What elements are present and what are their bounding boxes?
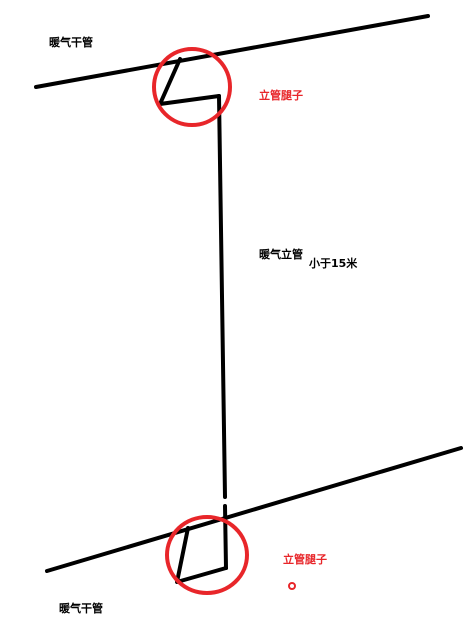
bottom-riser-leg-label: 立管腿子	[283, 553, 327, 566]
top-riser-leg-label: 立管腿子	[259, 89, 303, 102]
bottom-main-pipe	[45, 446, 463, 573]
bottom-leg-highlight-circle	[165, 515, 249, 595]
riser-pipe-lower-segment	[223, 504, 228, 570]
red-dot-marker	[288, 582, 296, 590]
bottom-main-pipe-label: 暖气干管	[59, 602, 103, 615]
length-note-label: 小于15米	[309, 257, 358, 270]
top-leg-highlight-circle	[152, 47, 232, 127]
top-main-pipe-label: 暖气干管	[49, 36, 93, 49]
top-main-pipe	[34, 14, 430, 89]
bottom-riser-leg	[175, 526, 228, 584]
riser-pipe	[217, 94, 227, 499]
riser-label: 暖气立管	[259, 248, 303, 261]
top-riser-leg	[158, 57, 221, 106]
